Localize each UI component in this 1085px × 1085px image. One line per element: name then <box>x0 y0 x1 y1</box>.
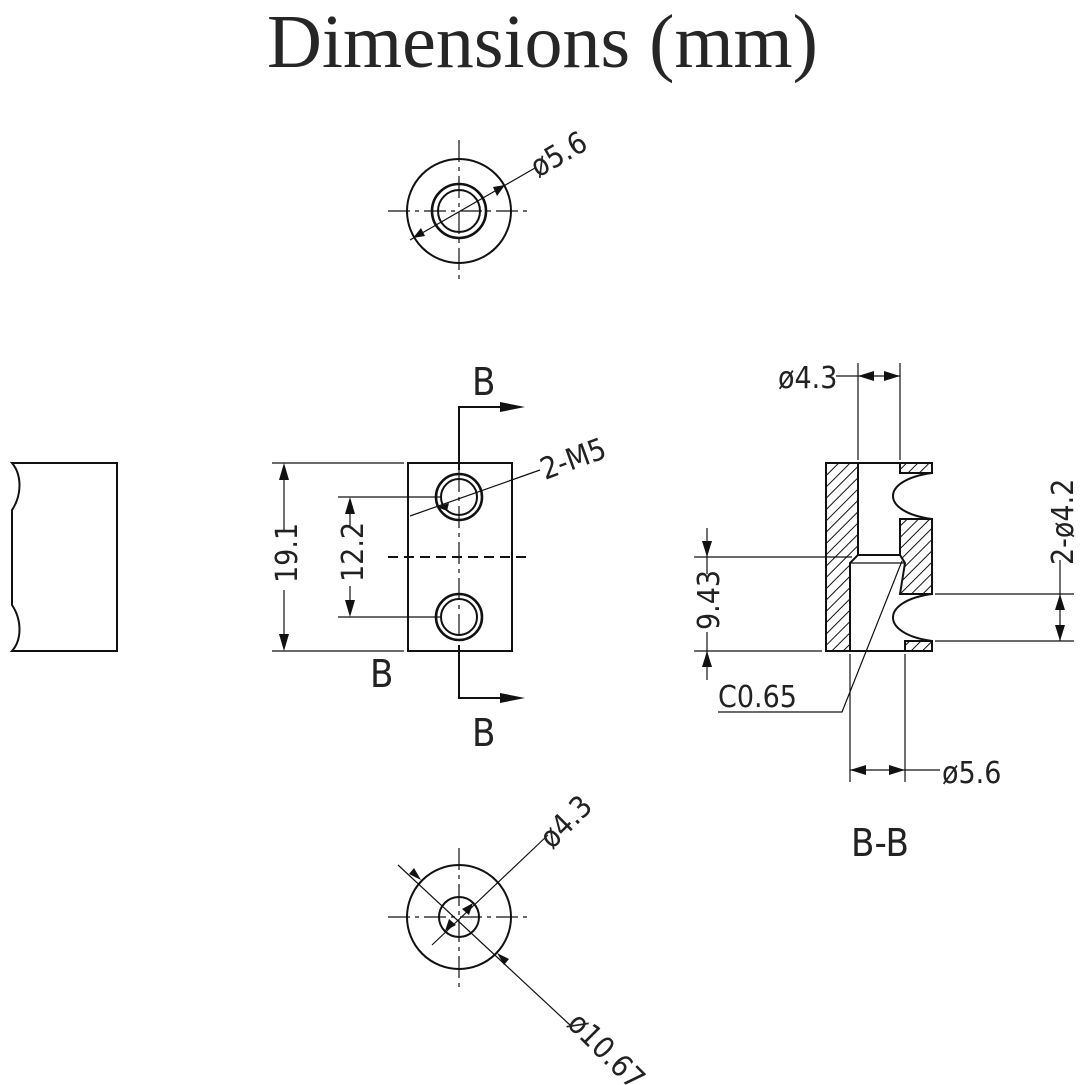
page-title: Dimensions (mm) <box>267 0 818 84</box>
section-cross-hole-lower <box>892 593 933 642</box>
front-view: B B B 2-M5 19.1 12.2 <box>266 360 611 755</box>
hole-label: 2-M5 <box>536 432 611 488</box>
section-arrow-top <box>500 402 525 412</box>
top-view-dia-label: ø5.6 <box>525 125 594 185</box>
depth-arrow-bottom <box>702 651 712 667</box>
side-view-outline <box>9 462 118 652</box>
hole-leader-arrow <box>437 503 449 511</box>
side-view <box>9 462 118 652</box>
top-view-dim-arrow-2 <box>413 228 425 238</box>
section-title: B-B <box>851 821 909 865</box>
cross-hole-arrow-top <box>1055 594 1065 610</box>
section-line-bottom <box>458 645 505 699</box>
spacing-arrow-top <box>345 497 355 514</box>
outer-dia-label: ø10.67 <box>560 1006 651 1085</box>
section-top-arrow <box>858 371 874 381</box>
inner-dia-label: ø4.3 <box>533 789 600 856</box>
cross-holes-label: 2-ø4.2 <box>1046 479 1081 565</box>
section-right-wall-top <box>899 462 933 474</box>
section-arrow-bottom <box>500 693 525 703</box>
section-view: ø4.3 2-ø4.2 9.43 C0.65 ø5.6 B-B <box>692 361 1081 865</box>
bottom-bore-label: ø5.6 <box>942 756 1001 791</box>
depth-arrow-top <box>702 541 712 557</box>
height-arrow-top <box>279 463 289 480</box>
inner-dia-arrow <box>462 903 473 915</box>
section-mark-top: B <box>472 360 495 404</box>
top-view-dim-leader <box>409 167 536 241</box>
height-label: 19.1 <box>270 523 305 583</box>
top-view: ø5.6 <box>388 125 593 283</box>
bottom-bore-arrow-right <box>889 765 905 775</box>
section-right-wall-bottom <box>904 640 933 652</box>
section-cross-hole-upper <box>892 472 933 520</box>
top-view-outer-circle <box>406 158 512 264</box>
inner-dia-arrow-2 <box>445 919 456 931</box>
spacing-arrow-bottom <box>345 600 355 617</box>
section-top-bore-label: ø4.3 <box>778 361 837 396</box>
height-arrow-bottom <box>279 634 289 651</box>
section-right-wall-mid <box>898 518 933 595</box>
outer-dia-leader <box>397 864 571 1026</box>
bottom-bore-arrow-left <box>850 765 866 775</box>
outer-dia-arrow-2 <box>497 953 509 965</box>
spacing-label: 12.2 <box>336 522 371 582</box>
cross-hole-arrow-bottom <box>1055 625 1065 641</box>
hole-leader <box>409 469 541 517</box>
chamfer-label: C0.65 <box>718 680 797 715</box>
outer-dia-arrow <box>409 868 421 880</box>
bottom-view: ø4.3 ø10.67 <box>388 789 651 1085</box>
section-top-arrow-2 <box>884 371 900 381</box>
depth-label: 9.43 <box>692 570 727 630</box>
top-view-dim-arrow <box>493 185 505 196</box>
section-mark-bottom: B <box>472 711 495 755</box>
chamfer-leader <box>718 560 903 713</box>
section-line-top <box>458 406 505 470</box>
section-mark-left: B <box>370 652 393 696</box>
bottom-view-outer-circle <box>406 864 512 970</box>
